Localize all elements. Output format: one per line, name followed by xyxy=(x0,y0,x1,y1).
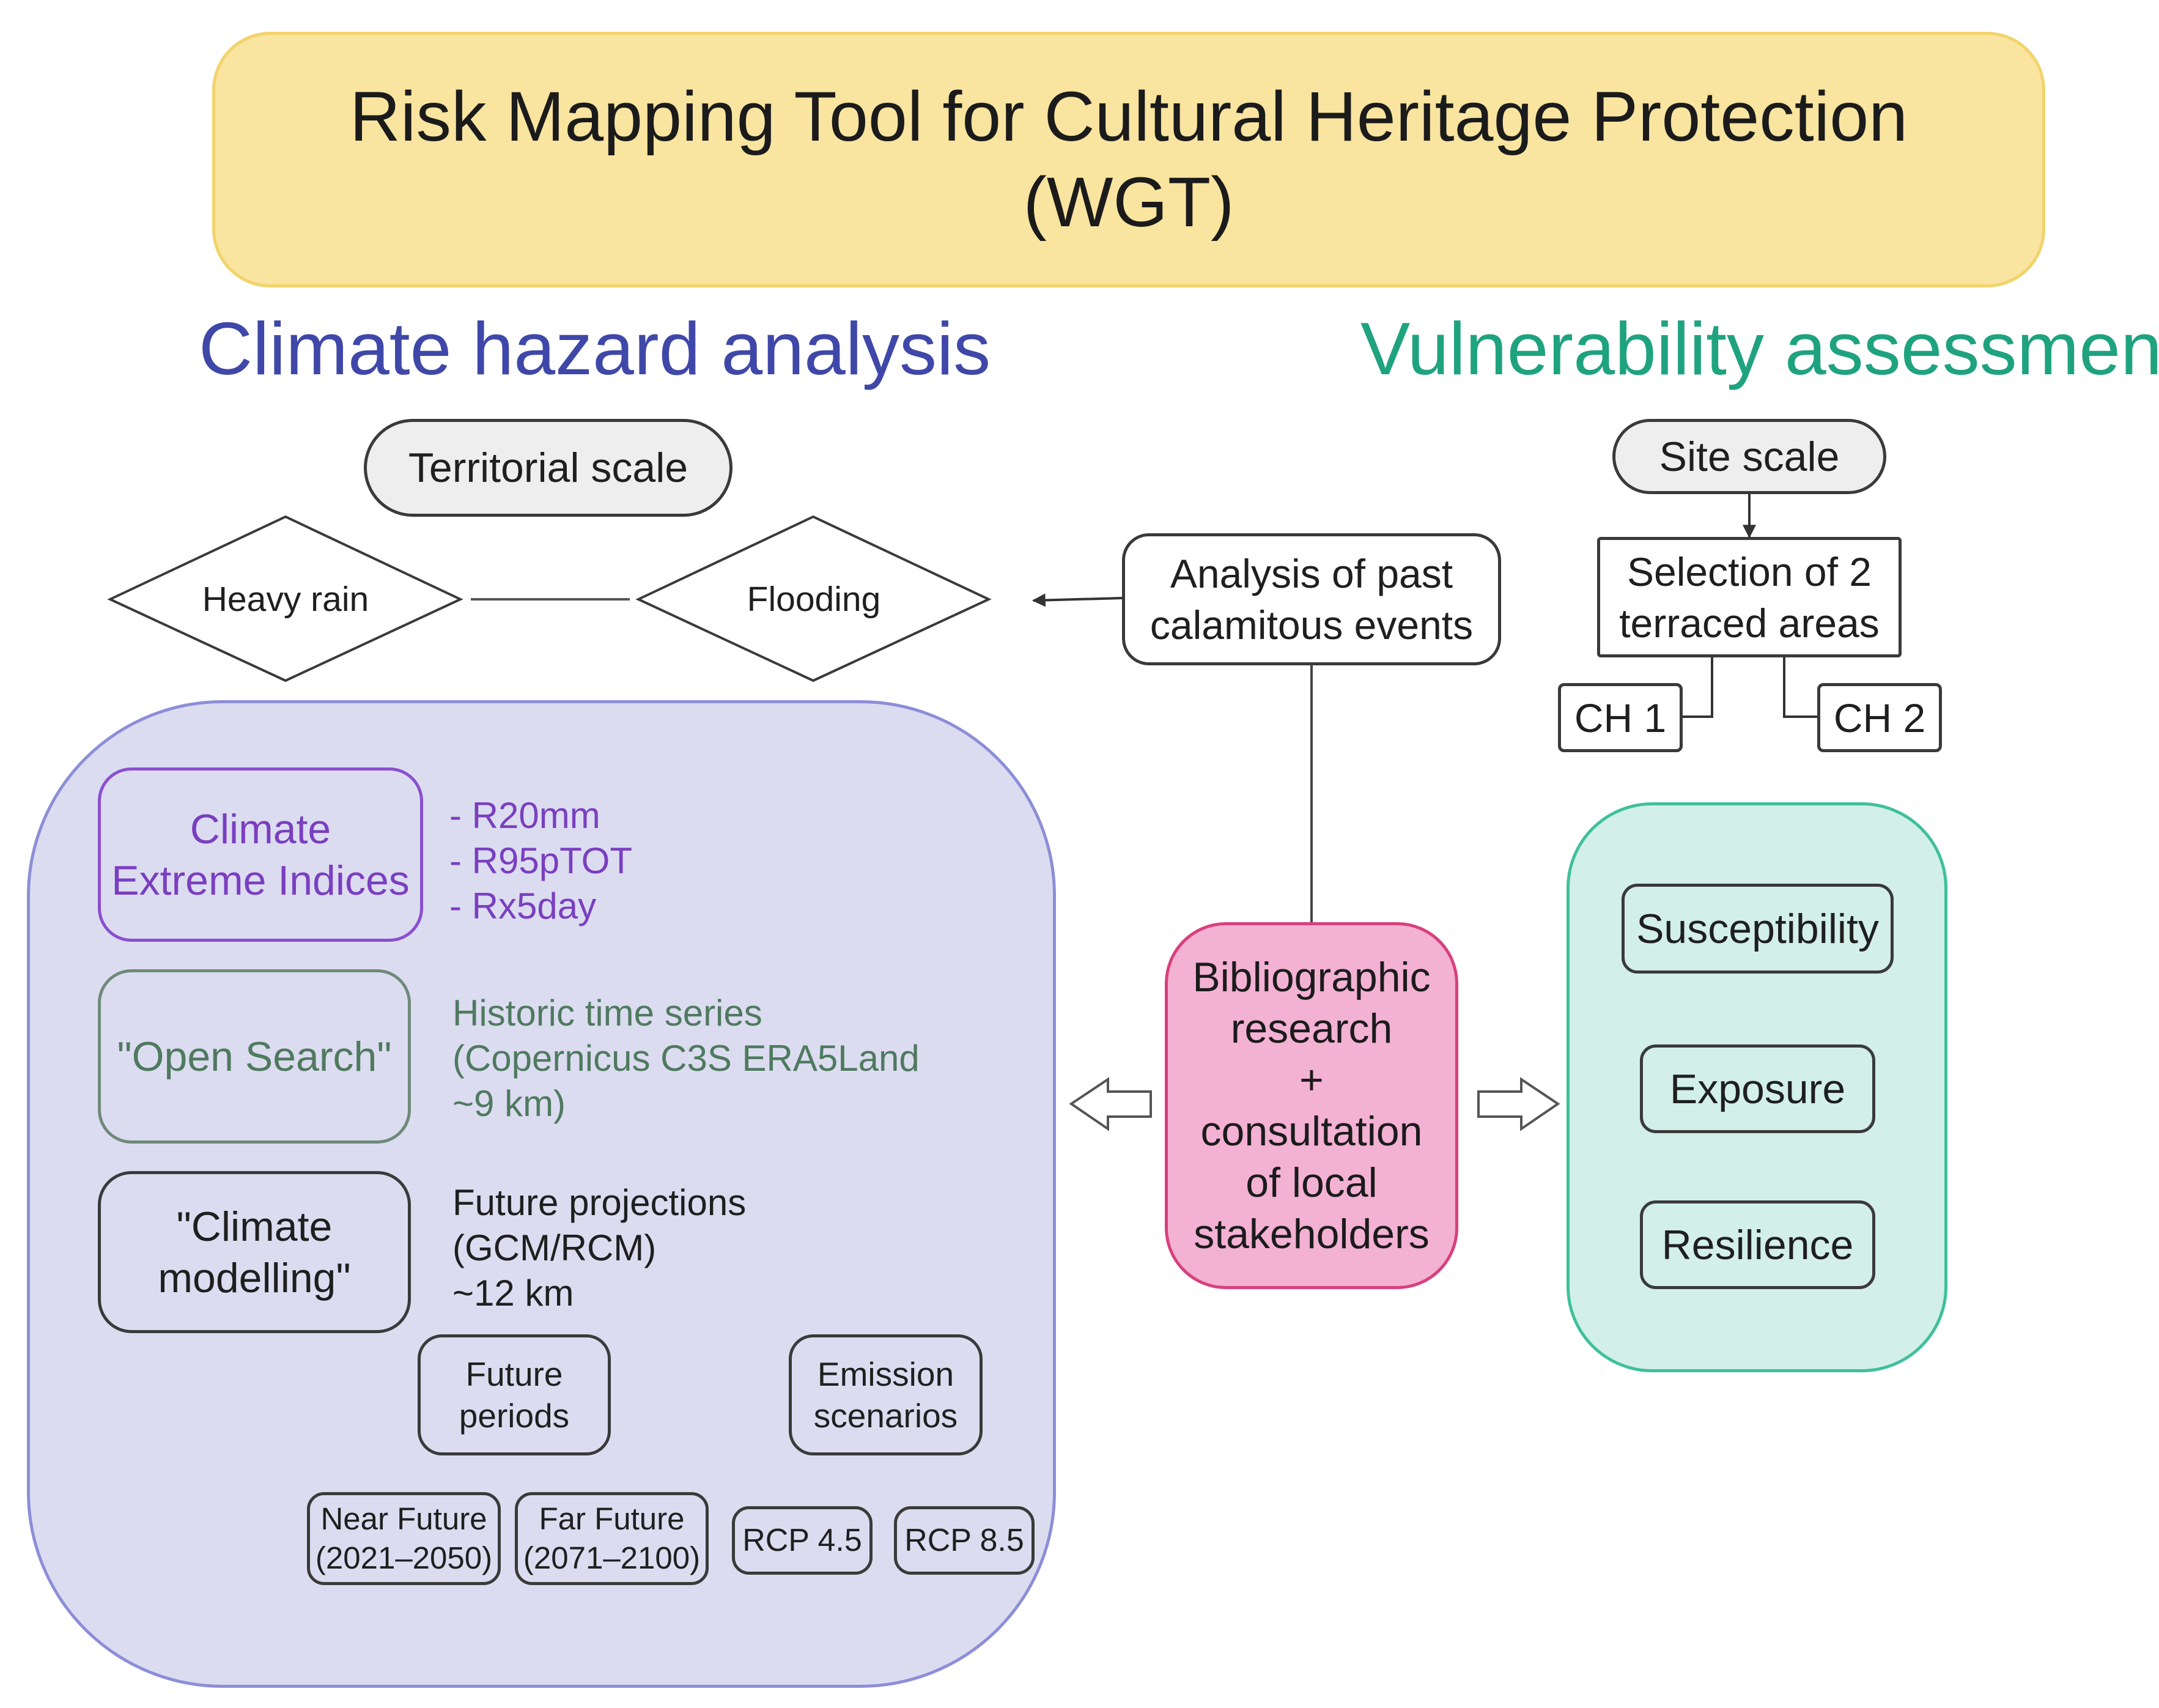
hollow-arrow-left xyxy=(1069,1077,1152,1131)
past-events-arrow xyxy=(1032,593,1123,607)
indices-list: - R20mm - R95pTOT - Rx5day xyxy=(449,795,632,926)
past-events-box: Analysis of past calamitous events xyxy=(1122,533,1501,665)
ch2-connector xyxy=(1783,657,1817,718)
climate-indices-box: Climate Extreme Indices xyxy=(98,767,423,942)
climate-modelling-box: "Climate modelling" xyxy=(98,1171,411,1333)
bibliographic-research-box: Bibliographic research + consultation of… xyxy=(1165,922,1458,1289)
heavy-rain-label: Heavy rain xyxy=(202,580,369,619)
site-scale-pill: Site scale xyxy=(1612,419,1886,494)
future-periods-box: Future periods xyxy=(418,1334,611,1455)
flooding-diamond xyxy=(635,515,992,682)
page-title: Risk Mapping Tool for Cultural Heritage … xyxy=(212,32,2045,287)
territorial-scale-pill: Territorial scale xyxy=(364,419,733,517)
rcp45-box: RCP 4.5 xyxy=(732,1506,873,1575)
open-search-box: "Open Search" xyxy=(98,969,411,1144)
rcp85-box: RCP 8.5 xyxy=(894,1506,1035,1575)
ch2-box: CH 2 xyxy=(1817,683,1942,752)
emission-scenarios-box: Emission scenarios xyxy=(789,1334,983,1455)
resilience-box: Resilience xyxy=(1640,1200,1875,1289)
heavy-rain-diamond xyxy=(107,515,463,682)
exposure-box: Exposure xyxy=(1640,1044,1875,1133)
hollow-arrow-right xyxy=(1477,1077,1560,1131)
future-projections-text: Future projections (GCM/RCM) ~12 km xyxy=(452,1182,747,1314)
near-future-box: Near Future (2021–2050) xyxy=(307,1492,501,1585)
historic-series-text: Historic time series (Copernicus C3S ERA… xyxy=(452,993,920,1124)
ch1-connector xyxy=(1683,657,1713,718)
far-future-box: Far Future (2071–2100) xyxy=(515,1492,709,1585)
selection-box: Selection of 2 terraced areas xyxy=(1597,537,1902,657)
hazard-heading: Climate hazard analysis xyxy=(199,307,991,390)
flooding-label: Flooding xyxy=(747,580,881,619)
vulnerability-heading: Vulnerability assessment xyxy=(1360,307,2159,390)
susceptibility-box: Susceptibility xyxy=(1622,884,1894,974)
ch1-box: CH 1 xyxy=(1558,683,1683,752)
